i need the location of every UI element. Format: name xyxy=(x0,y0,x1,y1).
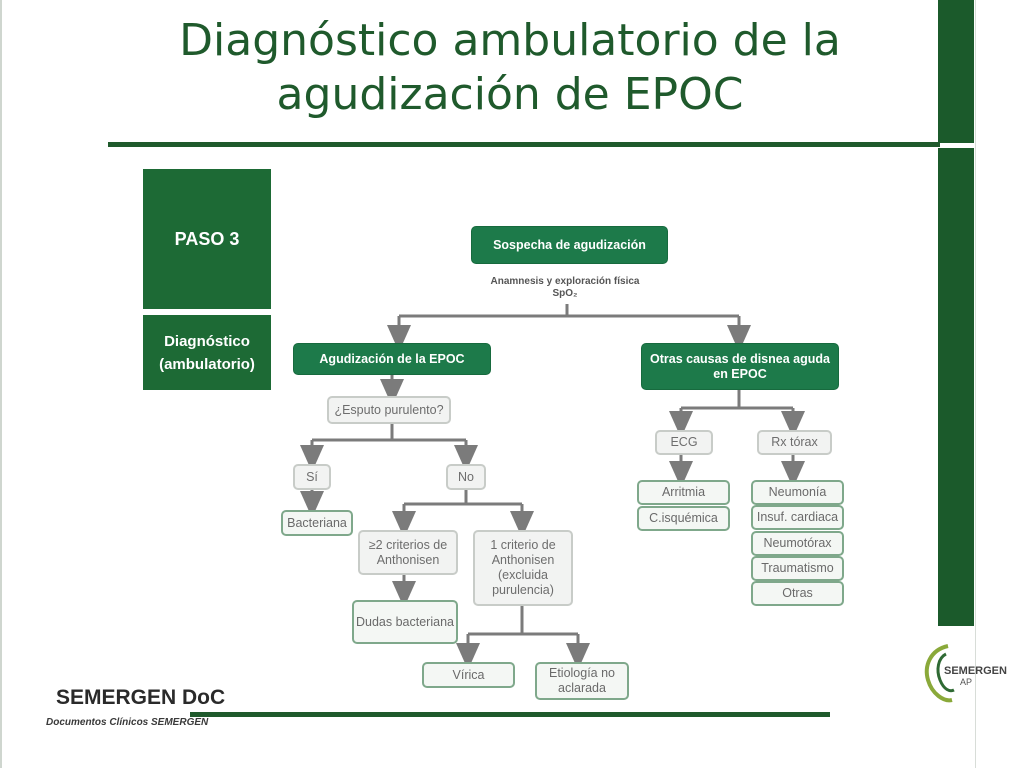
root-note-line1: Anamnesis y exploración física xyxy=(490,276,640,287)
node-question: ¿Esputo purulento? xyxy=(327,396,451,424)
footer-rule xyxy=(190,712,830,717)
diagnosis-line1: Diagnóstico xyxy=(164,332,250,350)
side-accent-top xyxy=(938,0,974,143)
footer-brand: SEMERGEN DoC xyxy=(56,686,226,709)
node-yes: Sí xyxy=(293,464,331,490)
node-xray-item-2: Neumotórax xyxy=(751,531,844,556)
step-diagnosis: Diagnóstico (ambulatorio) xyxy=(143,315,271,390)
node-xray-item-4: Otras xyxy=(751,581,844,606)
node-ecg: ECG xyxy=(655,430,713,455)
logo-text: SEMERGEN xyxy=(944,665,1007,677)
slide-title: Diagnóstico ambulatorio de la agudizació… xyxy=(179,15,841,120)
node-left-title: Agudización de la EPOC xyxy=(293,343,491,375)
node-bacterial: Bacteriana xyxy=(281,510,353,536)
node-xray-item-3: Traumatismo xyxy=(751,556,844,581)
node-xray-item-1: Insuf. cardiaca xyxy=(751,505,844,530)
node-root: Sospecha de agudización xyxy=(471,226,668,264)
node-doubts: Dudas bacteriana xyxy=(352,600,458,644)
node-unclear: Etiología no aclarada xyxy=(535,662,629,700)
root-note-line2: SpO₂ xyxy=(552,288,578,299)
node-ecg-item-1: C.isquémica xyxy=(637,506,730,531)
node-xray-item-0: Neumonía xyxy=(751,480,844,505)
diagnosis-line2: (ambulatorio) xyxy=(159,355,255,373)
node-two-criteria: ≥2 criterios de Anthonisen xyxy=(358,530,458,575)
node-right-title: Otras causas de disnea aguda en EPOC xyxy=(641,343,839,390)
side-accent-bottom xyxy=(938,148,974,626)
footer-brand-sub: Documentos Clínicos SEMERGEN xyxy=(46,717,209,728)
node-no: No xyxy=(446,464,486,490)
node-one-criterion: 1 criterio de Anthonisen (excluida purul… xyxy=(473,530,573,606)
side-line xyxy=(975,0,976,768)
node-ecg-item-0: Arritmia xyxy=(637,480,730,505)
semergen-logo-icon xyxy=(924,644,955,703)
step-label: PASO 3 xyxy=(143,169,271,309)
node-viral: Vírica xyxy=(422,662,515,688)
title-rule xyxy=(108,142,940,147)
node-xray: Rx tórax xyxy=(757,430,832,455)
logo-sub: AP xyxy=(960,677,973,687)
root-note: Anamnesis y exploración física SpO₂ xyxy=(470,276,660,300)
